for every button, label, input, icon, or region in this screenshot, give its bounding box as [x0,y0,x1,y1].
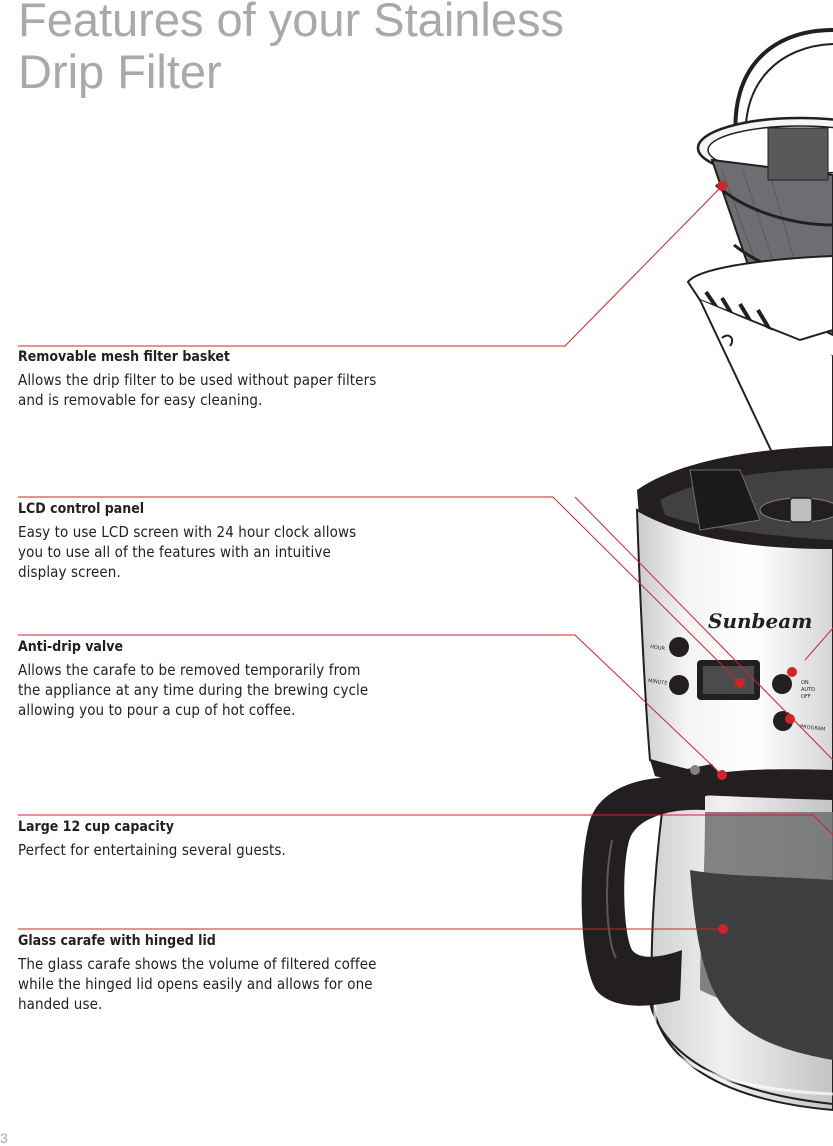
feature-capacity: Large 12 cup capacity Perfect for entert… [18,818,383,860]
hour-button[interactable] [669,637,689,657]
feature-filter-basket: Removable mesh filter basket Allows the … [18,348,383,410]
feature-heading: Glass carafe with hinged lid [18,933,216,949]
glass-carafe [581,764,833,1112]
feature-description: Allows the carafe to be removed temporar… [18,661,369,719]
marker-glass-carafe [718,924,728,934]
program-label: PROGRAM [800,724,826,733]
marker-lcd-panel [735,678,745,688]
feature-heading: LCD control panel [18,501,145,517]
machine-body: Sunbeam HOUR MINUTE ON AUTO OFF PROGRAM [635,508,833,808]
callout-lines [18,185,833,930]
feature-glass-carafe: Glass carafe with hinged lid The glass c… [18,932,383,1014]
feature-description: Perfect for entertaining several guests. [18,841,286,859]
mode-on-label: ON [801,680,809,686]
minute-button[interactable] [669,675,689,695]
feature-heading: Large 12 cup capacity [18,819,174,835]
marker-program-button [785,714,795,724]
page-title: Features of your Stainless Drip Filter [18,0,564,98]
feature-anti-drip-valve: Anti-drip valve Allows the carafe to be … [18,638,383,720]
feature-description: Allows the drip filter to be used withou… [18,371,377,409]
mode-auto-label: AUTO [801,687,815,693]
marker-anti-drip-valve [717,770,727,780]
on-auto-off-button[interactable] [772,674,792,694]
page-number: 3 [0,1130,8,1146]
hour-label: HOUR [650,644,666,652]
feature-heading: Anti-drip valve [18,639,123,655]
feature-description: Easy to use LCD screen with 24 hour cloc… [18,523,357,581]
marker-filter-basket [717,181,727,191]
minute-label: MINUTE [648,678,668,687]
mode-off-label: OFF [801,694,811,700]
marker-control-button [787,667,797,677]
feature-heading: Removable mesh filter basket [18,349,230,365]
feature-lcd-panel: LCD control panel Easy to use LCD screen… [18,500,383,582]
feature-description: The glass carafe shows the volume of fil… [18,955,377,1013]
callout-markers [717,181,797,934]
brand-logo: Sunbeam [708,609,812,633]
